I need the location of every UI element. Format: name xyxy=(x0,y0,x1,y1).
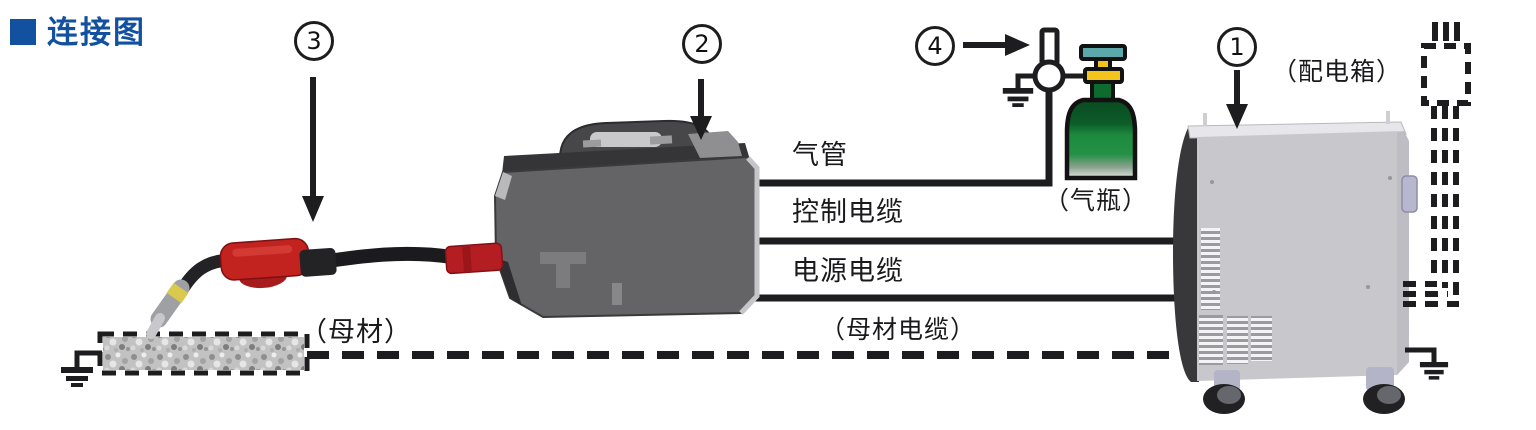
callout-4-regulator: 4 xyxy=(915,26,955,66)
label-gas-pipe: 气管 xyxy=(792,140,848,171)
page-title: 连接图 xyxy=(10,7,146,52)
arrow-4 xyxy=(963,34,1030,56)
caster-front xyxy=(1203,370,1245,414)
regulator-ground-icon xyxy=(1015,73,1036,88)
label-gas-cylinder: （气瓶） xyxy=(1044,186,1149,215)
feeder-body xyxy=(493,155,758,319)
base-metal-ground-icon xyxy=(61,350,102,387)
power-source xyxy=(1173,111,1418,414)
vent-column xyxy=(1201,228,1220,310)
torch-connector xyxy=(444,242,504,275)
power-source-ground-icon xyxy=(1405,347,1449,380)
vent-grille xyxy=(1199,315,1223,365)
label-base-metal-cable: （母材电缆） xyxy=(820,315,977,344)
distribution-box xyxy=(1403,22,1471,307)
distribution-box-outline xyxy=(1421,43,1471,106)
cylinder-body xyxy=(1064,97,1138,181)
label-control-cable: 控制电缆 xyxy=(792,197,904,228)
label-base-metal: （母材） xyxy=(300,317,412,348)
callout-2-wire-feeder: 2 xyxy=(682,24,722,64)
callout-arrows xyxy=(302,34,1248,222)
callout-1-power-source: 1 xyxy=(1217,27,1257,67)
torch-handle xyxy=(219,237,310,289)
gas-cylinder xyxy=(1064,44,1138,181)
base-metal xyxy=(97,331,310,376)
welding-torch xyxy=(146,237,504,339)
wire-feeder xyxy=(493,119,760,319)
title-text: 连接图 xyxy=(47,15,146,51)
gas-regulator xyxy=(1002,27,1094,107)
arrow-3 xyxy=(302,77,324,222)
caster-rear xyxy=(1363,367,1405,414)
label-power-cable: 电源电缆 xyxy=(792,256,904,287)
label-distribution-box: （配电箱） xyxy=(1272,57,1403,86)
torch-cable xyxy=(315,246,459,269)
side-connector xyxy=(1401,175,1418,213)
cables xyxy=(307,88,1188,359)
gas-hose-line xyxy=(745,88,1053,187)
feeder-emblem xyxy=(540,252,586,288)
arrow-2 xyxy=(690,79,712,140)
arrow-1 xyxy=(1226,70,1248,129)
callout-3-torch: 3 xyxy=(294,21,334,61)
power-source-body xyxy=(1197,131,1409,381)
title-bullet-icon xyxy=(10,18,36,45)
